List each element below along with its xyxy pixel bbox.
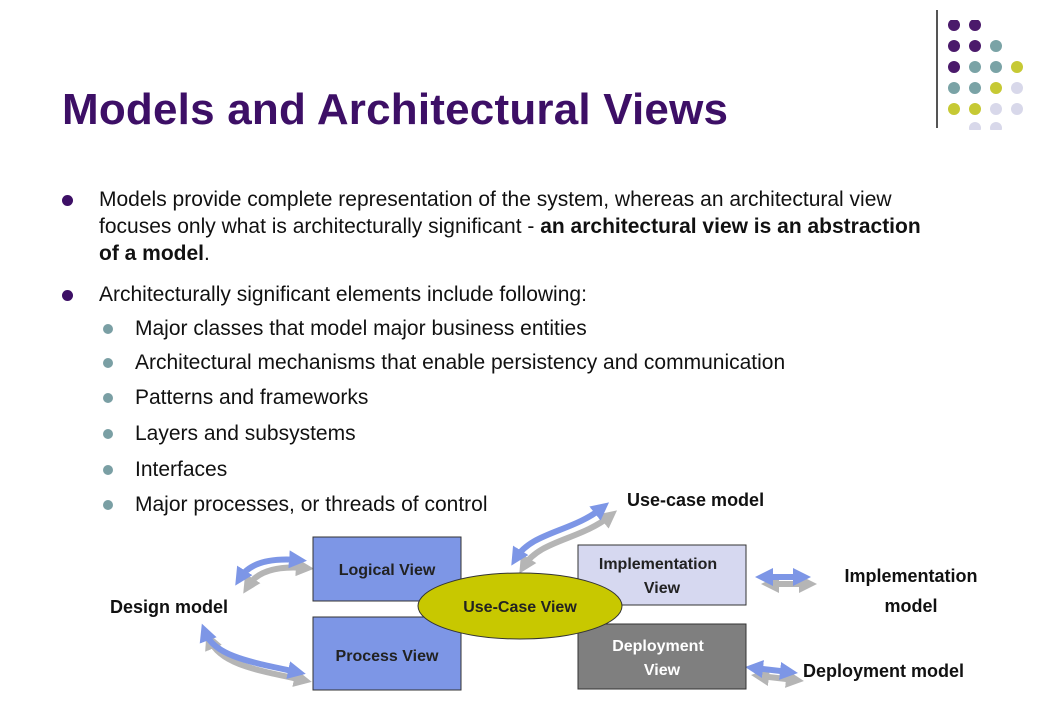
- use-case-view-ellipse: [417, 572, 623, 640]
- process-view-label: Process View: [336, 648, 439, 665]
- implementation-view-label-line2: View: [644, 580, 681, 597]
- arrow-design-process: [199, 623, 312, 687]
- deployment-view-box: [577, 623, 747, 690]
- deployment-view-label-line1: Deployment: [612, 638, 704, 655]
- process-view-box: [312, 616, 462, 691]
- decorative-vertical-rule: [936, 10, 938, 128]
- arrow-implementation-model: [755, 568, 817, 593]
- logical-view-label: Logical View: [339, 562, 436, 579]
- decorative-dot-grid: [948, 20, 1023, 130]
- arrow-design-logical: [235, 550, 314, 594]
- arrow-deployment-model: [745, 660, 804, 688]
- use-case-model-label: Use-case model: [627, 490, 764, 510]
- use-case-view-label: Use-Case View: [463, 599, 577, 616]
- deployment-model-label: Deployment model: [803, 661, 964, 681]
- design-model-label: Design model: [110, 597, 228, 617]
- implementation-view-label-line1: Implementation: [599, 556, 717, 573]
- implementation-model-label-line1: Implementation: [844, 566, 977, 586]
- deployment-view-label-line2: View: [644, 662, 681, 679]
- slide-title: Models and Architectural Views: [62, 85, 729, 134]
- implementation-model-label-line2: model: [884, 596, 937, 616]
- arrow-usecase-model: [511, 502, 618, 574]
